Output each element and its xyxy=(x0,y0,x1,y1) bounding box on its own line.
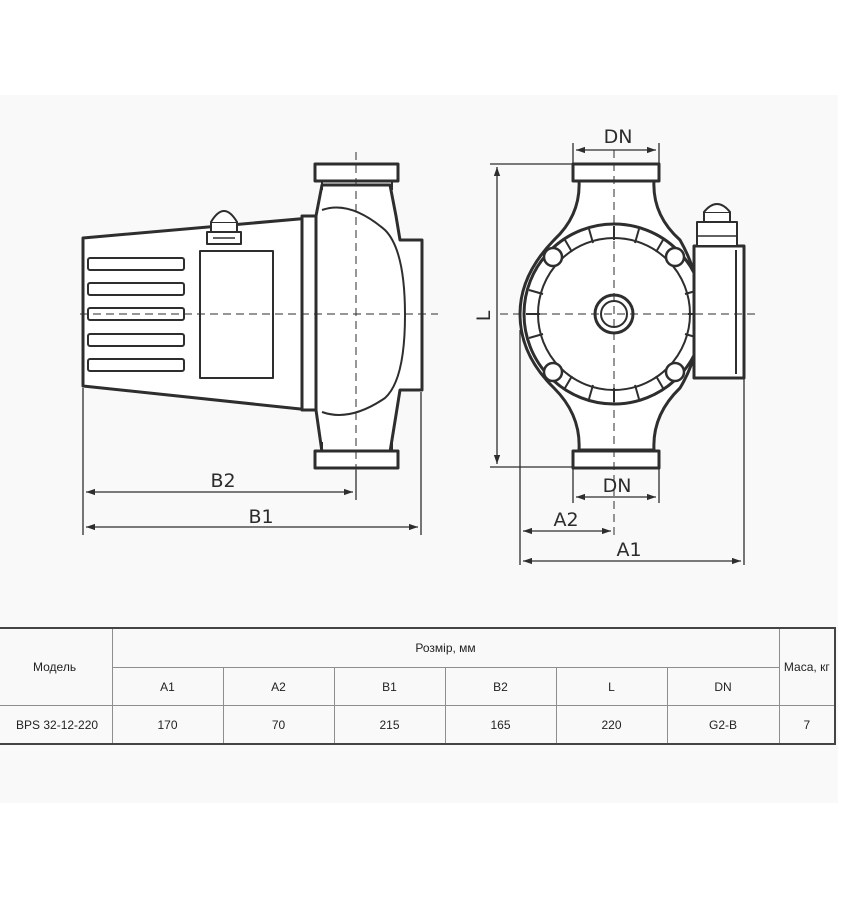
volute-side xyxy=(314,183,424,454)
top-flange-front xyxy=(571,162,661,183)
dim-dn-top xyxy=(572,143,660,164)
cable-gland-front xyxy=(696,203,738,247)
side-centerlines xyxy=(80,152,438,480)
dim-label-b1: B1 xyxy=(248,506,273,528)
pump-drawing: B2 B1 xyxy=(80,126,758,565)
dim-label-l: L xyxy=(473,310,495,321)
dim-b2 xyxy=(82,388,357,535)
cable-gland-side xyxy=(206,210,242,245)
column-header-dn: DN xyxy=(666,667,780,706)
cell-l: 220 xyxy=(555,705,668,745)
dim-b1 xyxy=(86,392,422,535)
cell-dn: G2-B xyxy=(666,705,780,745)
side-view xyxy=(81,162,424,470)
column-header-l: L xyxy=(555,667,668,706)
table-row: BPS 32-12-220 170 70 215 165 220 G2-B 7 xyxy=(0,705,836,745)
dim-label-dn-top: DN xyxy=(604,126,633,148)
size-header: Розмір, мм xyxy=(111,627,780,668)
bottom-flange-front xyxy=(571,449,661,470)
mount-flange xyxy=(300,214,318,412)
cell-b1: 215 xyxy=(333,705,446,745)
dim-label-b2: B2 xyxy=(210,470,235,492)
column-header-a2: A2 xyxy=(222,667,335,706)
cell-a1: 170 xyxy=(111,705,224,745)
bolt-holes xyxy=(542,246,686,383)
dim-a2 xyxy=(519,330,611,565)
front-centerlines xyxy=(500,150,758,535)
dim-label-dn-bottom: DN xyxy=(603,475,632,497)
cell-mass: 7 xyxy=(778,705,836,745)
dim-dn-bottom xyxy=(572,468,660,503)
table-header-row: Модель Розмір, мм Маса, кг xyxy=(0,627,836,706)
cell-a2: 70 xyxy=(222,705,335,745)
table-subheader-row: A1 A2 B1 B2 L DN xyxy=(0,667,835,706)
spec-table: Модель Розмір, мм Маса, кг A1 A2 B1 B2 L… xyxy=(0,627,837,745)
column-header-a1: A1 xyxy=(111,667,224,706)
cooling-fins xyxy=(87,257,185,372)
model-cell: BPS 32-12-220 xyxy=(0,705,113,745)
mass-header: Маса, кг xyxy=(778,627,836,706)
front-view xyxy=(518,162,746,470)
cell-b2: 165 xyxy=(444,705,557,745)
dim-label-a2: A2 xyxy=(553,509,578,531)
column-header-b1: B1 xyxy=(333,667,446,706)
dim-l xyxy=(490,163,573,468)
column-header-b2: B2 xyxy=(444,667,557,706)
dim-label-a1: A1 xyxy=(616,539,641,561)
model-header: Модель xyxy=(0,627,113,706)
dim-a1 xyxy=(523,378,745,565)
